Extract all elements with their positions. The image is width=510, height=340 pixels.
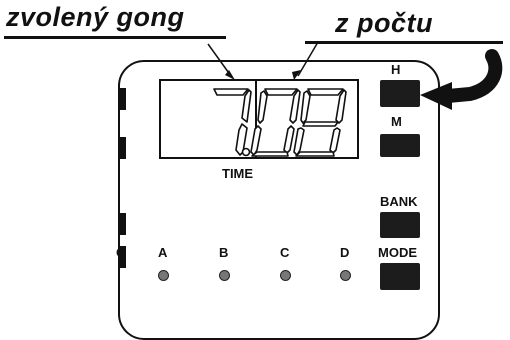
- edge-mark: [120, 213, 126, 235]
- gong-b-label: B: [219, 245, 229, 260]
- segment-digit-8: [293, 88, 347, 157]
- edge-mark: [120, 137, 126, 159]
- bank-button[interactable]: [380, 212, 420, 238]
- gong-c-label: C: [280, 245, 290, 260]
- curved-arrow-icon: [420, 49, 503, 110]
- lcd-divider: [255, 79, 257, 159]
- annotation-selected-gong: zvolený gong: [6, 2, 185, 32]
- overlay-graphics: [207, 41, 503, 157]
- pointer-line-icon: [207, 43, 235, 80]
- decimal-point: [241, 147, 251, 157]
- annotation-selected-gong-underline: [4, 36, 226, 39]
- bank-button-label: BANK: [380, 194, 418, 209]
- gong-c-indicator: [280, 270, 291, 281]
- gong-d-indicator: [340, 270, 351, 281]
- edge-mark: [120, 246, 126, 268]
- gong-a-label: A: [158, 245, 168, 260]
- segment-digit-0: [250, 88, 301, 157]
- seven-segment-digits: [213, 88, 347, 157]
- mode-button-label: MODE: [378, 245, 417, 260]
- mode-button[interactable]: [380, 263, 420, 290]
- minute-button[interactable]: [380, 134, 420, 157]
- display-caption: TIME: [222, 166, 254, 181]
- hour-button-label: H: [391, 62, 401, 77]
- pointer-line-icon: [292, 41, 319, 80]
- gong-d-label: D: [340, 245, 350, 260]
- annotation-from-count-underline: [305, 41, 503, 44]
- edge-mark: [120, 88, 126, 110]
- minute-button-label: M: [391, 114, 402, 129]
- gong-b-indicator: [219, 270, 230, 281]
- hour-button[interactable]: [380, 80, 420, 107]
- annotation-from-count: z počtu: [335, 8, 433, 38]
- left-edge-label: O: [116, 245, 127, 260]
- segment-digit-7: [213, 88, 252, 156]
- gong-a-indicator: [158, 270, 169, 281]
